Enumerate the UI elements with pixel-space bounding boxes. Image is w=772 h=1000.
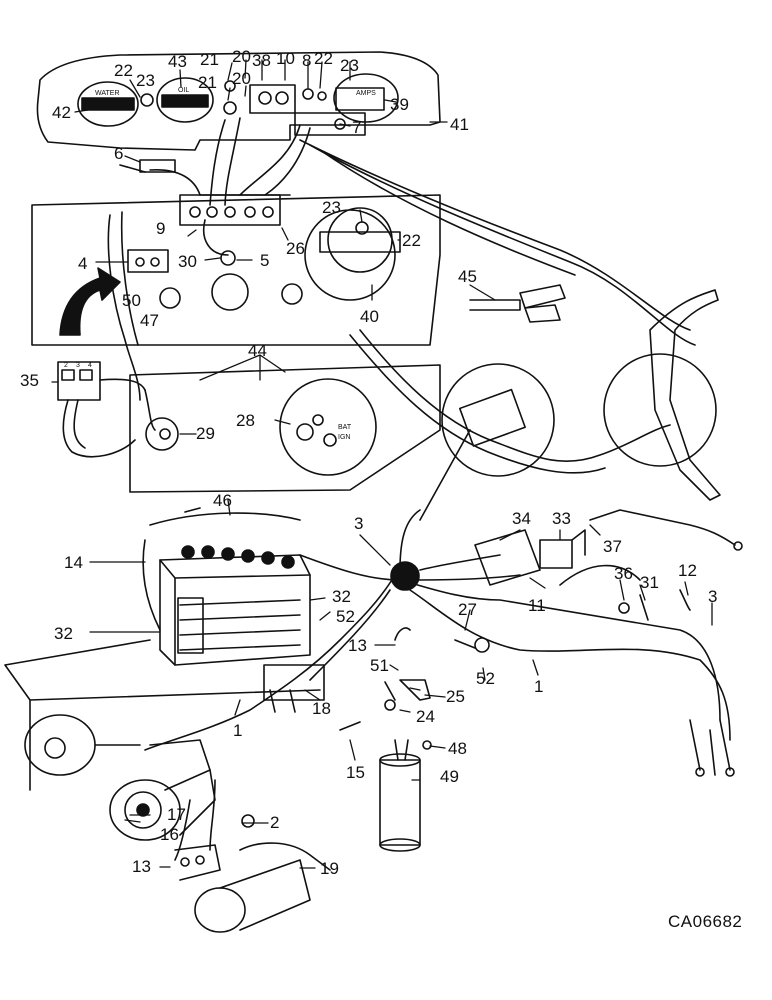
indicator-arrow: [59, 267, 121, 336]
callout-32-b: 32: [54, 624, 73, 643]
callout-50: 50: [122, 291, 141, 310]
callout-38: 38: [252, 51, 271, 70]
callout-21-b: 21: [198, 73, 217, 92]
switch-terminal-bat: BAT: [338, 424, 352, 431]
switch-35-term-2: 2: [64, 362, 68, 369]
callout-1-a: 1: [534, 677, 544, 696]
instrument-panel: [36, 51, 441, 151]
callout-47: 47: [140, 311, 159, 330]
callout-9: 9: [156, 219, 166, 238]
engine-outline: [4, 639, 321, 791]
callout-20-b: 20: [232, 69, 251, 88]
callout-3-a: 3: [354, 514, 364, 533]
light-switch: [419, 529, 586, 586]
gauge-oil-label: OIL: [178, 87, 190, 94]
callout-25: 25: [446, 687, 465, 706]
callout-34: 34: [512, 509, 531, 528]
callout-18: 18: [312, 699, 331, 718]
callout-52-a: 52: [336, 607, 355, 626]
callout-52-b: 52: [476, 669, 495, 688]
callout-30: 30: [178, 252, 197, 271]
callout-28: 28: [236, 411, 255, 430]
callout-45: 45: [458, 267, 477, 286]
callout-44: 44: [248, 341, 267, 360]
callout-23-b: 23: [340, 56, 359, 75]
small-parts: [559, 509, 743, 621]
callout-22-a: 22: [114, 61, 133, 80]
callout-17: 17: [167, 805, 186, 824]
callout-15: 15: [346, 763, 365, 782]
ignition-coil: [339, 721, 432, 852]
callout-48: 48: [448, 739, 467, 758]
callout-42: 42: [52, 103, 71, 122]
callout-3-b: 3: [708, 587, 718, 606]
callout-23-c: 23: [322, 198, 341, 217]
callout-5: 5: [260, 251, 270, 270]
callout-51: 51: [370, 656, 389, 675]
alternator: [109, 739, 216, 841]
callout-31: 31: [640, 573, 659, 592]
callout-46: 46: [213, 491, 232, 510]
callout-24: 24: [416, 707, 435, 726]
starter: [174, 779, 331, 933]
callout-13-a: 13: [348, 636, 367, 655]
callout-29: 29: [196, 424, 215, 443]
switch-35: [57, 361, 146, 458]
callout-8: 8: [302, 51, 312, 70]
callout-41: 41: [450, 115, 469, 134]
figure-code: CA06682: [668, 912, 743, 931]
callout-1-b: 1: [233, 721, 243, 740]
callout-32-a: 32: [332, 587, 351, 606]
dashboard-panel: [31, 194, 441, 401]
callout-37: 37: [603, 537, 622, 556]
callout-6: 6: [114, 144, 124, 163]
callout-2: 2: [270, 813, 280, 832]
callout-4: 4: [78, 254, 88, 273]
callout-49: 49: [440, 767, 459, 786]
callout-13-b: 13: [132, 857, 151, 876]
callout-11: 11: [528, 596, 546, 615]
callout-10: 10: [276, 49, 295, 68]
callout-40: 40: [360, 307, 379, 326]
callout-27: 27: [458, 600, 477, 619]
gauge-amps-label: AMPS: [356, 90, 376, 97]
callout-23-a: 23: [136, 71, 155, 90]
gauge-water-label: WATER: [95, 90, 120, 97]
callout-36: 36: [614, 564, 633, 583]
callout-43: 43: [168, 52, 187, 71]
leader-lines: [51, 59, 713, 869]
lower-dash-plate: [129, 364, 441, 493]
callout-21-a: 21: [200, 50, 219, 69]
right-harness: [349, 284, 721, 521]
engine-harness: [144, 509, 735, 777]
callout-39: 39: [390, 95, 409, 114]
callout-7: 7: [352, 118, 362, 137]
battery: [142, 507, 311, 666]
callout-35: 35: [20, 371, 39, 390]
switch-35-term-4: 4: [88, 362, 92, 369]
callout-33: 33: [552, 509, 571, 528]
callout-12: 12: [678, 561, 697, 580]
callout-22-b: 22: [314, 49, 333, 68]
callout-22-c: 22: [402, 231, 421, 250]
switch-terminal-ign: IGN: [338, 434, 351, 441]
callout-14: 14: [64, 553, 83, 572]
callout-26: 26: [286, 239, 305, 258]
callout-20-a: 20: [232, 47, 251, 66]
callout-19: 19: [320, 859, 339, 878]
switch-35-term-3: 3: [76, 362, 80, 369]
callout-16: 16: [160, 825, 179, 844]
